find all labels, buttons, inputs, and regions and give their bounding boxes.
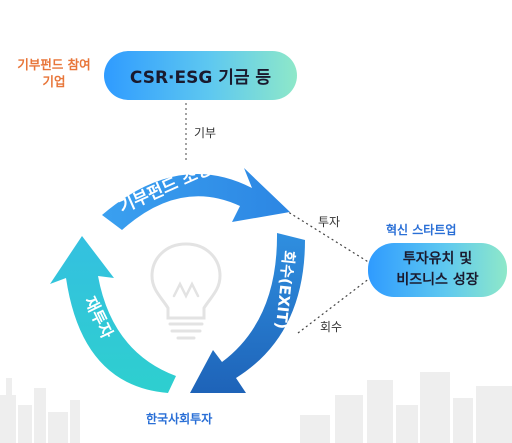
- donor-label-line1: 기부펀드 참여: [17, 57, 91, 72]
- csr-esg-fund-label: CSR·ESG 기금 등: [129, 68, 272, 88]
- donor-label-line2: 기업: [42, 74, 66, 89]
- investment-label: 투자: [318, 215, 341, 229]
- lightbulb-icon: [150, 242, 222, 340]
- cycle-arrow-reinvest: [50, 236, 176, 393]
- startup-growth-line2: 비즈니스 성장: [396, 272, 479, 288]
- recovery-connector: [297, 277, 371, 334]
- startup-heading: 혁신 스타트업: [386, 223, 457, 237]
- donor-label: 기부펀드 참여 기업: [8, 56, 100, 90]
- cycle-arrow-exit: [190, 233, 305, 393]
- cycle-arrow-fund-formation: [102, 168, 290, 230]
- donation-label: 기부: [194, 126, 217, 140]
- recovery-label: 회수: [320, 320, 343, 334]
- startup-growth-pill: 투자유치 및 비즈니스 성장: [368, 243, 507, 297]
- investment-connector: [284, 209, 371, 264]
- csr-esg-fund-pill: CSR·ESG 기금 등: [104, 51, 297, 100]
- startup-growth-line1: 투자유치 및: [402, 251, 473, 267]
- fund-manager-label: 한국사회투자: [146, 412, 213, 426]
